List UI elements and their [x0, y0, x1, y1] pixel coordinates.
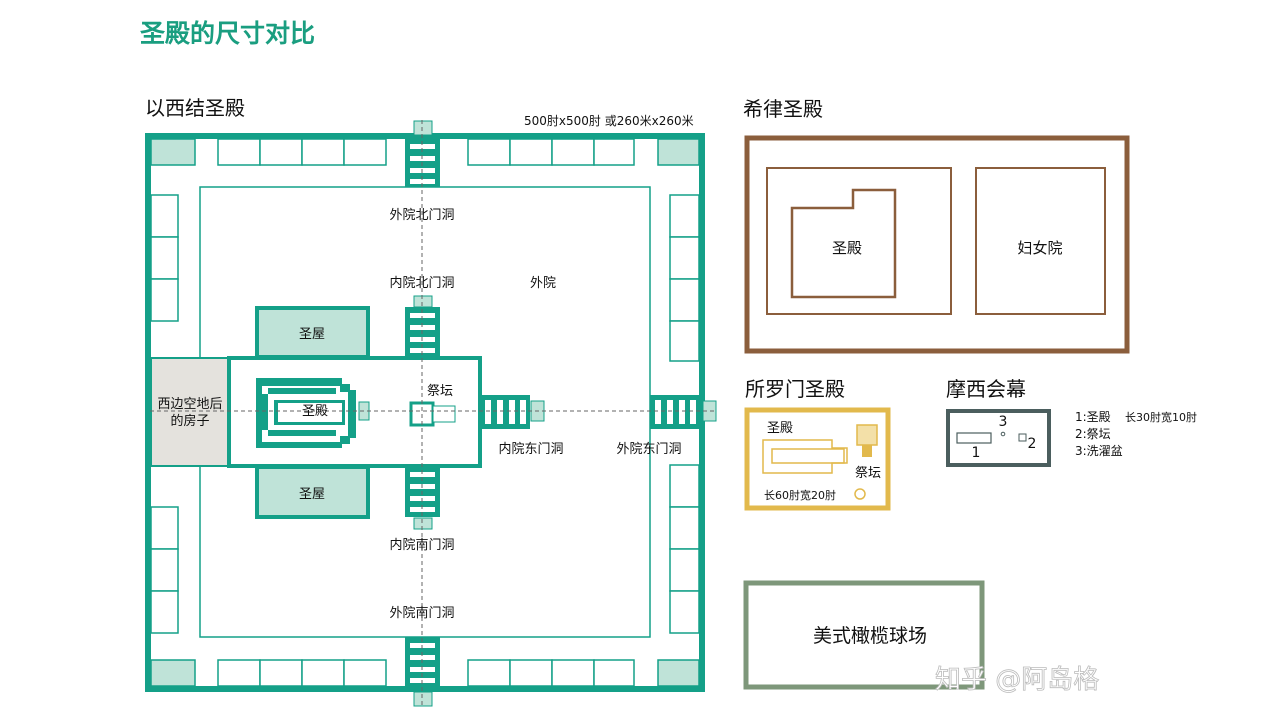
herod-temple-plan: 希律圣殿 圣殿 妇女院	[743, 97, 1130, 354]
herod-heading: 希律圣殿	[743, 97, 823, 121]
outer-north-gate-label: 外院北门洞	[389, 208, 454, 223]
inner-south-gate-label: 内院南门洞	[389, 537, 454, 553]
moses-tabernacle-plan: 摩西会幕 1 2 3 1:圣殿 长30肘宽10肘 2:祭坛 3:洗濯盆	[946, 377, 1197, 467]
ezekiel-temple-plan: 以西结圣殿 500肘x500肘 或260米x260米	[145, 96, 717, 707]
herod-temple-label: 圣殿	[832, 239, 862, 257]
solomon-temple-label: 圣殿	[767, 421, 793, 436]
outer-east-gate-label: 外院东门洞	[616, 442, 681, 457]
outer-court-label: 外院	[530, 276, 556, 291]
moses-legend-dimensions: 长30肘宽10肘	[1125, 410, 1197, 424]
ezekiel-temple-label: 圣殿	[302, 404, 328, 419]
holy-chamber-north-label: 圣屋	[299, 327, 325, 342]
moses-heading: 摩西会幕	[946, 377, 1026, 401]
west-house-label-1: 西边空地后	[157, 397, 222, 412]
inner-east-gate	[480, 395, 545, 429]
outer-south-gate-label: 外院南门洞	[389, 605, 454, 621]
ezekiel-dimensions: 500肘x500肘 或260米x260米	[524, 113, 694, 128]
ezekiel-sanctuary	[256, 378, 370, 448]
football-field: 美式橄榄球场	[743, 580, 985, 690]
holy-chamber-south-label: 圣屋	[299, 487, 325, 502]
solomon-altar-label: 祭坛	[855, 466, 881, 481]
moses-legend-3: 3:洗濯盆	[1075, 444, 1123, 458]
moses-mark-3: 3	[999, 414, 1008, 430]
football-field-label: 美式橄榄球场	[813, 625, 927, 647]
outer-chambers	[150, 138, 700, 687]
ezekiel-altar-label: 祭坛	[427, 384, 453, 399]
watermark: 知乎 @阿岛格	[935, 665, 1099, 695]
corner-kitchens	[150, 138, 700, 687]
west-house	[150, 357, 230, 467]
ezekiel-heading: 以西结圣殿	[145, 96, 245, 120]
holy-chamber-south	[255, 465, 370, 519]
moses-mark-1: 1	[972, 445, 981, 461]
solomon-heading: 所罗门圣殿	[745, 377, 845, 401]
moses-legend-1: 1:圣殿	[1075, 410, 1111, 424]
inner-east-gate-label: 内院东门洞	[498, 441, 563, 457]
west-house-label-2: 的房子	[170, 413, 209, 429]
moses-legend-2: 2:祭坛	[1075, 427, 1111, 441]
inner-north-gate-label: 内院北门洞	[389, 275, 454, 291]
outer-east-gate	[650, 395, 717, 429]
page-title: 圣殿的尺寸对比	[140, 19, 315, 48]
moses-mark-2: 2	[1028, 436, 1037, 452]
altar-ramp	[432, 405, 456, 423]
holy-chamber-north	[255, 306, 370, 359]
solomon-dimensions: 长60肘宽20肘	[764, 488, 836, 502]
women-court-label: 妇女院	[1017, 239, 1062, 257]
solomon-temple-plan: 所罗门圣殿 圣殿 祭坛 长60肘宽20肘	[744, 377, 891, 511]
